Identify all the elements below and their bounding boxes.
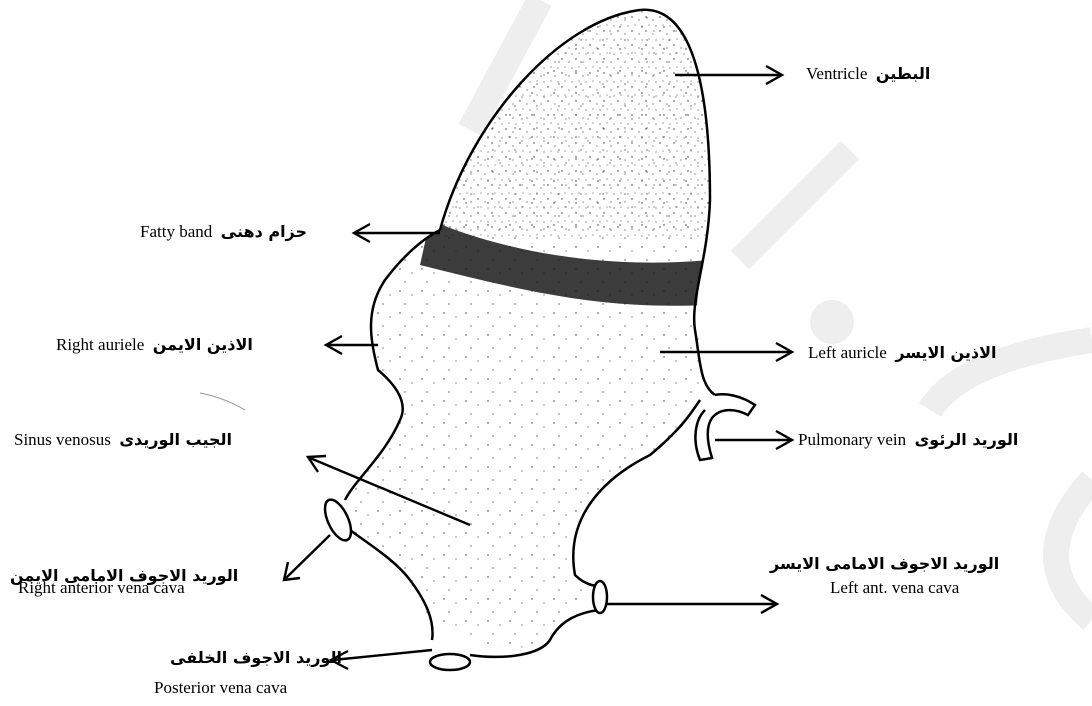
label-left-anterior-vena-cava-arabic: الوريد الاجوف الامامى الايسر — [770, 554, 999, 573]
label-left-anterior-vena-cava-arabic-wrap: الوريد الاجوف الامامى الايسر — [770, 554, 999, 574]
label-left-auricle-arabic: الاذين الايسر — [895, 343, 996, 362]
label-sinus-venosus: Sinus venosus الجيب الوريدى — [14, 430, 232, 450]
label-pulmonary-vein-english: Pulmonary vein — [798, 430, 906, 449]
label-left-anterior-vena-cava-english: Left ant. vena cava — [830, 578, 959, 598]
label-fatty-band: Fatty band حزام دهنى — [140, 222, 307, 242]
label-posterior-vena-cava-english: Posterior vena cava — [154, 678, 287, 698]
label-left-auricle: Left auricle الاذين الايسر — [808, 343, 997, 363]
label-ventricle-arabic: البطين — [876, 64, 931, 83]
label-posterior-vena-cava-arabic-wrap: الوريد الاجوف الخلفى — [170, 648, 342, 668]
label-right-auricle-english: Right auriele — [56, 335, 144, 354]
label-right-anterior-vena-cava-english: Right anterior vena cava — [18, 578, 185, 598]
stray-mark — [200, 393, 245, 410]
arrow-right-anterior-vena-cava — [286, 535, 330, 578]
pulmonary-vein-tube — [695, 394, 755, 460]
left-anterior-vena-cava-opening — [593, 581, 607, 613]
label-sinus-venosus-arabic: الجيب الوريدى — [119, 430, 232, 449]
label-left-auricle-english: Left auricle — [808, 343, 887, 362]
label-fatty-band-arabic: حزام دهنى — [221, 222, 307, 241]
label-ventricle-english: Ventricle — [806, 64, 867, 83]
label-pulmonary-vein-arabic: الوريد الرئوى — [915, 430, 1019, 449]
label-right-auricle: Right auriele الاذين الايمن — [56, 335, 253, 355]
posterior-vena-cava-opening — [430, 654, 470, 670]
label-sinus-venosus-english: Sinus venosus — [14, 430, 111, 449]
label-right-auricle-arabic: الاذين الايمن — [153, 335, 253, 354]
label-fatty-band-english: Fatty band — [140, 222, 212, 241]
label-posterior-vena-cava-arabic: الوريد الاجوف الخلفى — [170, 648, 342, 667]
label-pulmonary-vein: Pulmonary vein الوريد الرئوى — [798, 430, 1018, 450]
label-ventricle: Ventricle البطين — [806, 64, 930, 84]
